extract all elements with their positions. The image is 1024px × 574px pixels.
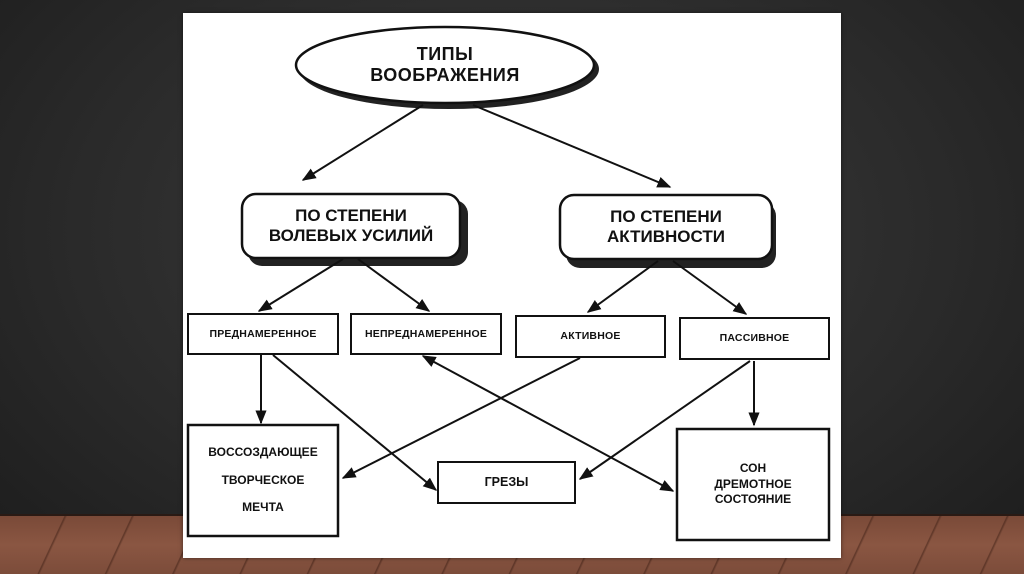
category-label-volitional: ПО СТЕПЕНИ ВОЛЕВЫХ УСИЛИЙ: [242, 194, 460, 258]
arrow-activity-to-passive: [672, 260, 748, 315]
category-volitional-line2: ВОЛЕВЫХ УСИЛИЙ: [268, 226, 434, 245]
arrow-volitional-to-intentional: [257, 258, 344, 312]
category-activity-line2: АКТИВНОСТИ: [607, 227, 725, 246]
result-right-line2: ДРЕМОТНОЕ: [714, 476, 792, 491]
result-box-left: [186, 423, 340, 538]
arrow-passive-to-daydreams: [578, 360, 751, 480]
arrow-root-to-volitional: [301, 104, 424, 181]
root-ellipse: [294, 25, 596, 105]
type-label-active: АКТИВНОЕ: [560, 330, 621, 343]
type-label-intentional: ПРЕДНАМЕРЕННОЕ: [209, 327, 317, 340]
type-box-unintentional: [350, 313, 502, 355]
arrow-unintentional-dreamy: [421, 355, 675, 492]
type-box-passive: [679, 317, 830, 360]
type-label-passive: ПАССИВНОЕ: [719, 332, 790, 345]
root-label-line1: ТИПЫ: [416, 44, 474, 65]
category-label-activity: ПО СТЕПЕНИ АКТИВНОСТИ: [560, 195, 772, 259]
result-box-middle: [437, 461, 576, 504]
result-left-line2: ТВОРЧЕСКОЕ: [221, 472, 305, 487]
type-box-active: [515, 315, 666, 358]
root-label: ТИПЫ ВООБРАЖЕНИЯ: [296, 29, 594, 101]
diagram-graphics: [186, 25, 831, 542]
result-label-middle: ГРЕЗЫ: [484, 475, 529, 490]
arrow-root-to-activity: [472, 104, 672, 188]
result-right-line3: СОСТОЯНИЕ: [714, 492, 792, 507]
category-box-volitional: [240, 192, 462, 260]
type-box-intentional: [187, 313, 339, 355]
root-label-line2: ВООБРАЖЕНИЯ: [370, 65, 520, 85]
diagram-card: ТИПЫ ВООБРАЖЕНИЯ ПО СТЕПЕНИ ВОЛЕВЫХ УСИЛ…: [183, 13, 841, 558]
result-label-left: ВОССОЗДАЮЩЕЕ ТВОРЧЕСКОЕ МЕЧТА: [188, 425, 338, 536]
result-box-right: [675, 427, 831, 542]
arrow-volitional-to-unintentional: [357, 258, 431, 312]
category-box-activity: [558, 193, 774, 261]
category-volitional-line1: ПО СТЕПЕНИ: [295, 206, 407, 226]
arrow-intentional-to-daydreams: [272, 354, 438, 491]
arrow-activity-to-active: [586, 260, 659, 313]
result-left-line3: МЕЧТА: [242, 500, 284, 515]
category-activity-line1: ПО СТЕПЕНИ: [610, 207, 722, 227]
result-label-right: СОН ДРЕМОТНОЕ СОСТОЯНИЕ: [677, 429, 829, 540]
type-label-unintentional: НЕПРЕДНАМЕРЕННОЕ: [364, 327, 488, 340]
result-right-line1: СОН: [739, 460, 767, 475]
result-left-line1: ВОССОЗДАЮЩЕЕ: [208, 444, 318, 459]
